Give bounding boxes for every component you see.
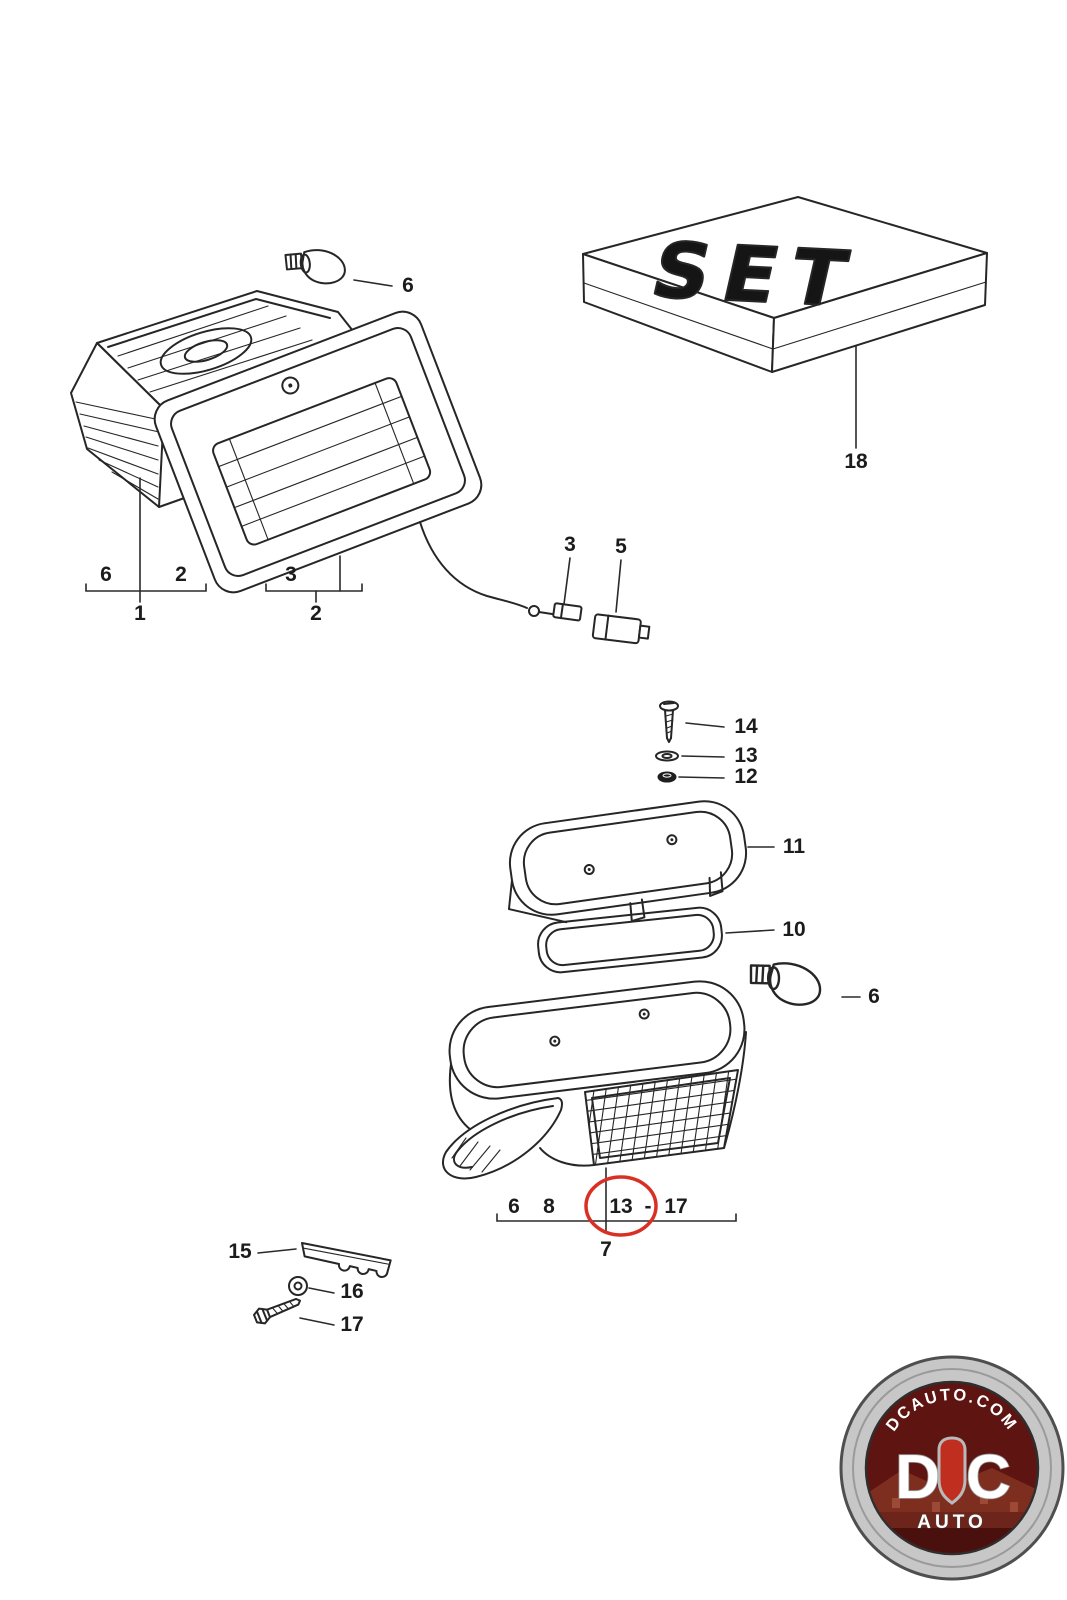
part-label-5-connector: 5 xyxy=(615,535,627,558)
harness-connector xyxy=(591,613,651,645)
part-label-6-sub: 6 xyxy=(100,563,112,586)
logo-initials: DC xyxy=(895,1443,1037,1512)
logo-shield-icon xyxy=(937,1436,967,1505)
part-label-15: 15 xyxy=(228,1240,252,1263)
dome-lamp-housing xyxy=(70,290,354,508)
part-label-16: 16 xyxy=(340,1280,363,1303)
wiring-harness xyxy=(419,521,651,645)
set-lid-text: SET xyxy=(644,227,868,325)
lamp-bezel-frame xyxy=(153,310,483,594)
screw-17-drawing xyxy=(253,1297,302,1325)
part-label-12: 12 xyxy=(734,765,757,788)
set-kit-box: SET xyxy=(582,196,988,373)
lamp-seal-10 xyxy=(537,906,723,974)
lower-leader-lines xyxy=(496,1167,737,1233)
festoon-bulb-upper xyxy=(280,243,349,288)
bracket-15-drawing xyxy=(301,1242,392,1278)
part-label-bulb-upper: 6 xyxy=(402,274,414,297)
part-label-3-sub: 3 xyxy=(285,563,297,586)
part-label-g6: 6 xyxy=(508,1195,520,1218)
lamp-cover-11 xyxy=(507,800,748,924)
part-label-17: 17 xyxy=(340,1313,363,1336)
part-label-10: 10 xyxy=(782,918,805,941)
hardware-lower-leaders xyxy=(257,1248,335,1326)
upper-leader-lines xyxy=(85,279,622,613)
part-label-g8: 8 xyxy=(543,1195,555,1218)
washer-13-drawing xyxy=(655,750,679,762)
part-label-13: 13 xyxy=(734,744,757,767)
grille-grid xyxy=(585,1070,738,1165)
logo-word-auto: AUTO xyxy=(917,1512,986,1533)
lamp-grille xyxy=(584,1069,739,1166)
spade-terminal xyxy=(552,602,583,622)
part-label-1: 1 xyxy=(134,602,146,625)
part-label-18: 18 xyxy=(844,450,868,473)
part-label-11: 11 xyxy=(783,835,806,858)
part-label-14: 14 xyxy=(734,715,758,738)
part-label-dash: - xyxy=(645,1195,652,1218)
lamp-body-7 xyxy=(448,980,747,1167)
screw-14-drawing xyxy=(659,700,679,743)
leader-line-10 xyxy=(725,929,775,934)
part-label-g13: 13 xyxy=(609,1195,632,1218)
highlight-circle-13 xyxy=(584,1175,658,1237)
dcauto-logo: DCAUTO.COM DC AUTO xyxy=(839,1355,1065,1581)
lamp-door-flap xyxy=(441,1097,563,1180)
part-label-2: 2 xyxy=(310,602,322,625)
part-label-7: 7 xyxy=(600,1238,612,1261)
part-label-g17: 17 xyxy=(664,1195,687,1218)
festoon-bulb-lower xyxy=(742,951,827,1012)
washer-16-drawing xyxy=(288,1276,308,1296)
part-label-2-sub: 2 xyxy=(175,563,187,586)
part-label-3-terminal: 3 xyxy=(564,533,576,556)
part-label-bulb-lower: 6 xyxy=(868,985,880,1008)
nut-12-drawing xyxy=(657,771,677,783)
hardware-upper-leaders xyxy=(678,722,725,779)
